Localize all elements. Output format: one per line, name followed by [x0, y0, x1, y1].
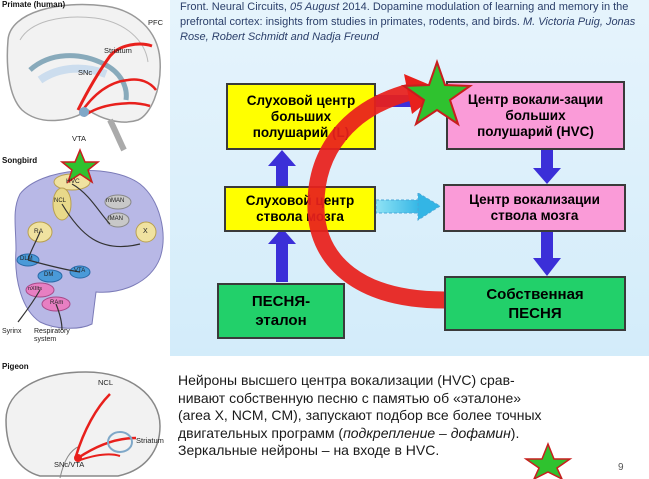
- box-song-template-line2: эталон: [255, 312, 307, 329]
- songbird-label-respiratory: Respiratory system: [34, 328, 70, 343]
- pigeon-label-ncl: NCL: [98, 378, 114, 387]
- primate-label-vta: VTA: [72, 134, 87, 143]
- citation-title: 2014. Dopamine modulation of learning an…: [180, 1, 629, 28]
- songbird-label-iman: IMAN: [108, 216, 123, 222]
- body-line-4-end: ).: [510, 424, 520, 441]
- body-line-3: (area X, NCM, CM), запускают подбор все …: [178, 407, 542, 423]
- body-line-1: Нейроны высшего центра вокализации (HVC)…: [178, 372, 515, 388]
- primate-label-pfc: PFC: [148, 18, 163, 27]
- arrow-brainstem-to-l: [268, 150, 296, 186]
- songbird-label-dlm: DLM: [20, 256, 33, 262]
- page-number: 9: [618, 462, 624, 473]
- pigeon-title: Pigeon: [2, 362, 29, 371]
- box-vocal-brainstem-line2: ствола мозга: [490, 208, 579, 223]
- body-text: Нейроны высшего центра вокализации (HVC)…: [178, 372, 644, 460]
- box-vocal-brainstem: Центр вокализации ствола мозга: [443, 184, 626, 232]
- songbird-label-ram: RAm: [50, 300, 64, 306]
- arrow-auditory-to-vocal-dashed: [375, 192, 441, 221]
- box-auditory-cortex-line2: больших: [270, 108, 332, 124]
- star-icon-bottom: [523, 441, 573, 479]
- box-song-template-line1: ПЕСНЯ-: [251, 293, 311, 310]
- primate-label-snc: SNc: [78, 68, 93, 77]
- box-vocal-center-line2: больших: [505, 107, 566, 123]
- songbird-label-nxiits: nXIIts: [28, 286, 43, 292]
- arrow-hvc-to-vocal-brainstem: [533, 150, 561, 184]
- songbird-label-vta: VTA: [74, 268, 86, 274]
- body-line-5: Зеркальные нейроны – на входе в HVC.: [178, 442, 440, 458]
- pigeon-thumbnail: Pigeon NCL Striatum SNc/VTA: [0, 360, 170, 479]
- primate-thumbnail: Primate (human) PFC Striatum SNc VTA: [0, 0, 170, 152]
- box-song-template: ПЕСНЯ- эталон: [217, 283, 345, 339]
- box-auditory-brainstem-line1: Слуховой центр: [245, 193, 355, 208]
- box-own-song-line2: ПЕСНЯ: [508, 304, 562, 322]
- star-icon: [400, 58, 474, 127]
- citation: Front. Neural Circuits, 05 August 2014. …: [180, 0, 642, 45]
- arrow-template-to-brainstem: [268, 228, 296, 282]
- box-auditory-cortex-line3: полушарий (L): [252, 124, 350, 140]
- songbird-title: Songbird: [2, 156, 38, 165]
- songbird-label-ncl: NCL: [54, 198, 67, 204]
- songbird-label-dm: DM: [44, 272, 54, 278]
- box-vocal-center-hvc: Центр вокали-зации больших полушарий (HV…: [446, 81, 625, 150]
- songbird-label-mman: mMAN: [106, 198, 125, 204]
- citation-authors: M. Victoria Puig, Jonas Rose, Robert Sch…: [180, 16, 636, 43]
- songbird-label-syrinx: Syrinx: [2, 328, 22, 335]
- songbird-label-ra: RA: [34, 228, 44, 235]
- citation-journal: Front. Neural Circuits,: [180, 1, 287, 13]
- body-line-4-italic: подкрепление – дофамин: [343, 424, 511, 441]
- box-vocal-center-line3: полушарий (HVC): [477, 123, 594, 139]
- primate-title: Primate (human): [2, 0, 66, 9]
- primate-label-striatum: Striatum: [104, 46, 132, 55]
- pigeon-label-sncvta: SNc/VTA: [54, 460, 85, 469]
- songbird-thumbnail: Songbird HVC NCL mMAN IMAN RA X DLM VTA …: [0, 148, 170, 350]
- songbird-label-x: X: [143, 228, 148, 235]
- citation-date: 05 August: [290, 1, 340, 13]
- songbird-label-hvc: HVC: [66, 178, 80, 185]
- box-auditory-cortex-line1: Слуховой центр: [246, 92, 356, 108]
- red-curved-arrow: [307, 83, 445, 309]
- box-vocal-center-line1: Центр вокали-зации: [467, 91, 604, 107]
- arrow-vocal-to-song: [533, 232, 561, 276]
- box-vocal-brainstem-line1: Центр вокализации: [469, 192, 600, 207]
- box-own-song-line1: Собственная: [486, 285, 584, 303]
- body-line-4: двигательных программ (подкрепление – до…: [178, 425, 644, 443]
- pigeon-label-striatum: Striatum: [136, 436, 164, 445]
- body-line-2: нивают собственную песню с памятью об «э…: [178, 389, 522, 406]
- body-line-4-plain: двигательных программ (: [178, 424, 344, 441]
- box-own-song: Собственная ПЕСНЯ: [444, 276, 626, 331]
